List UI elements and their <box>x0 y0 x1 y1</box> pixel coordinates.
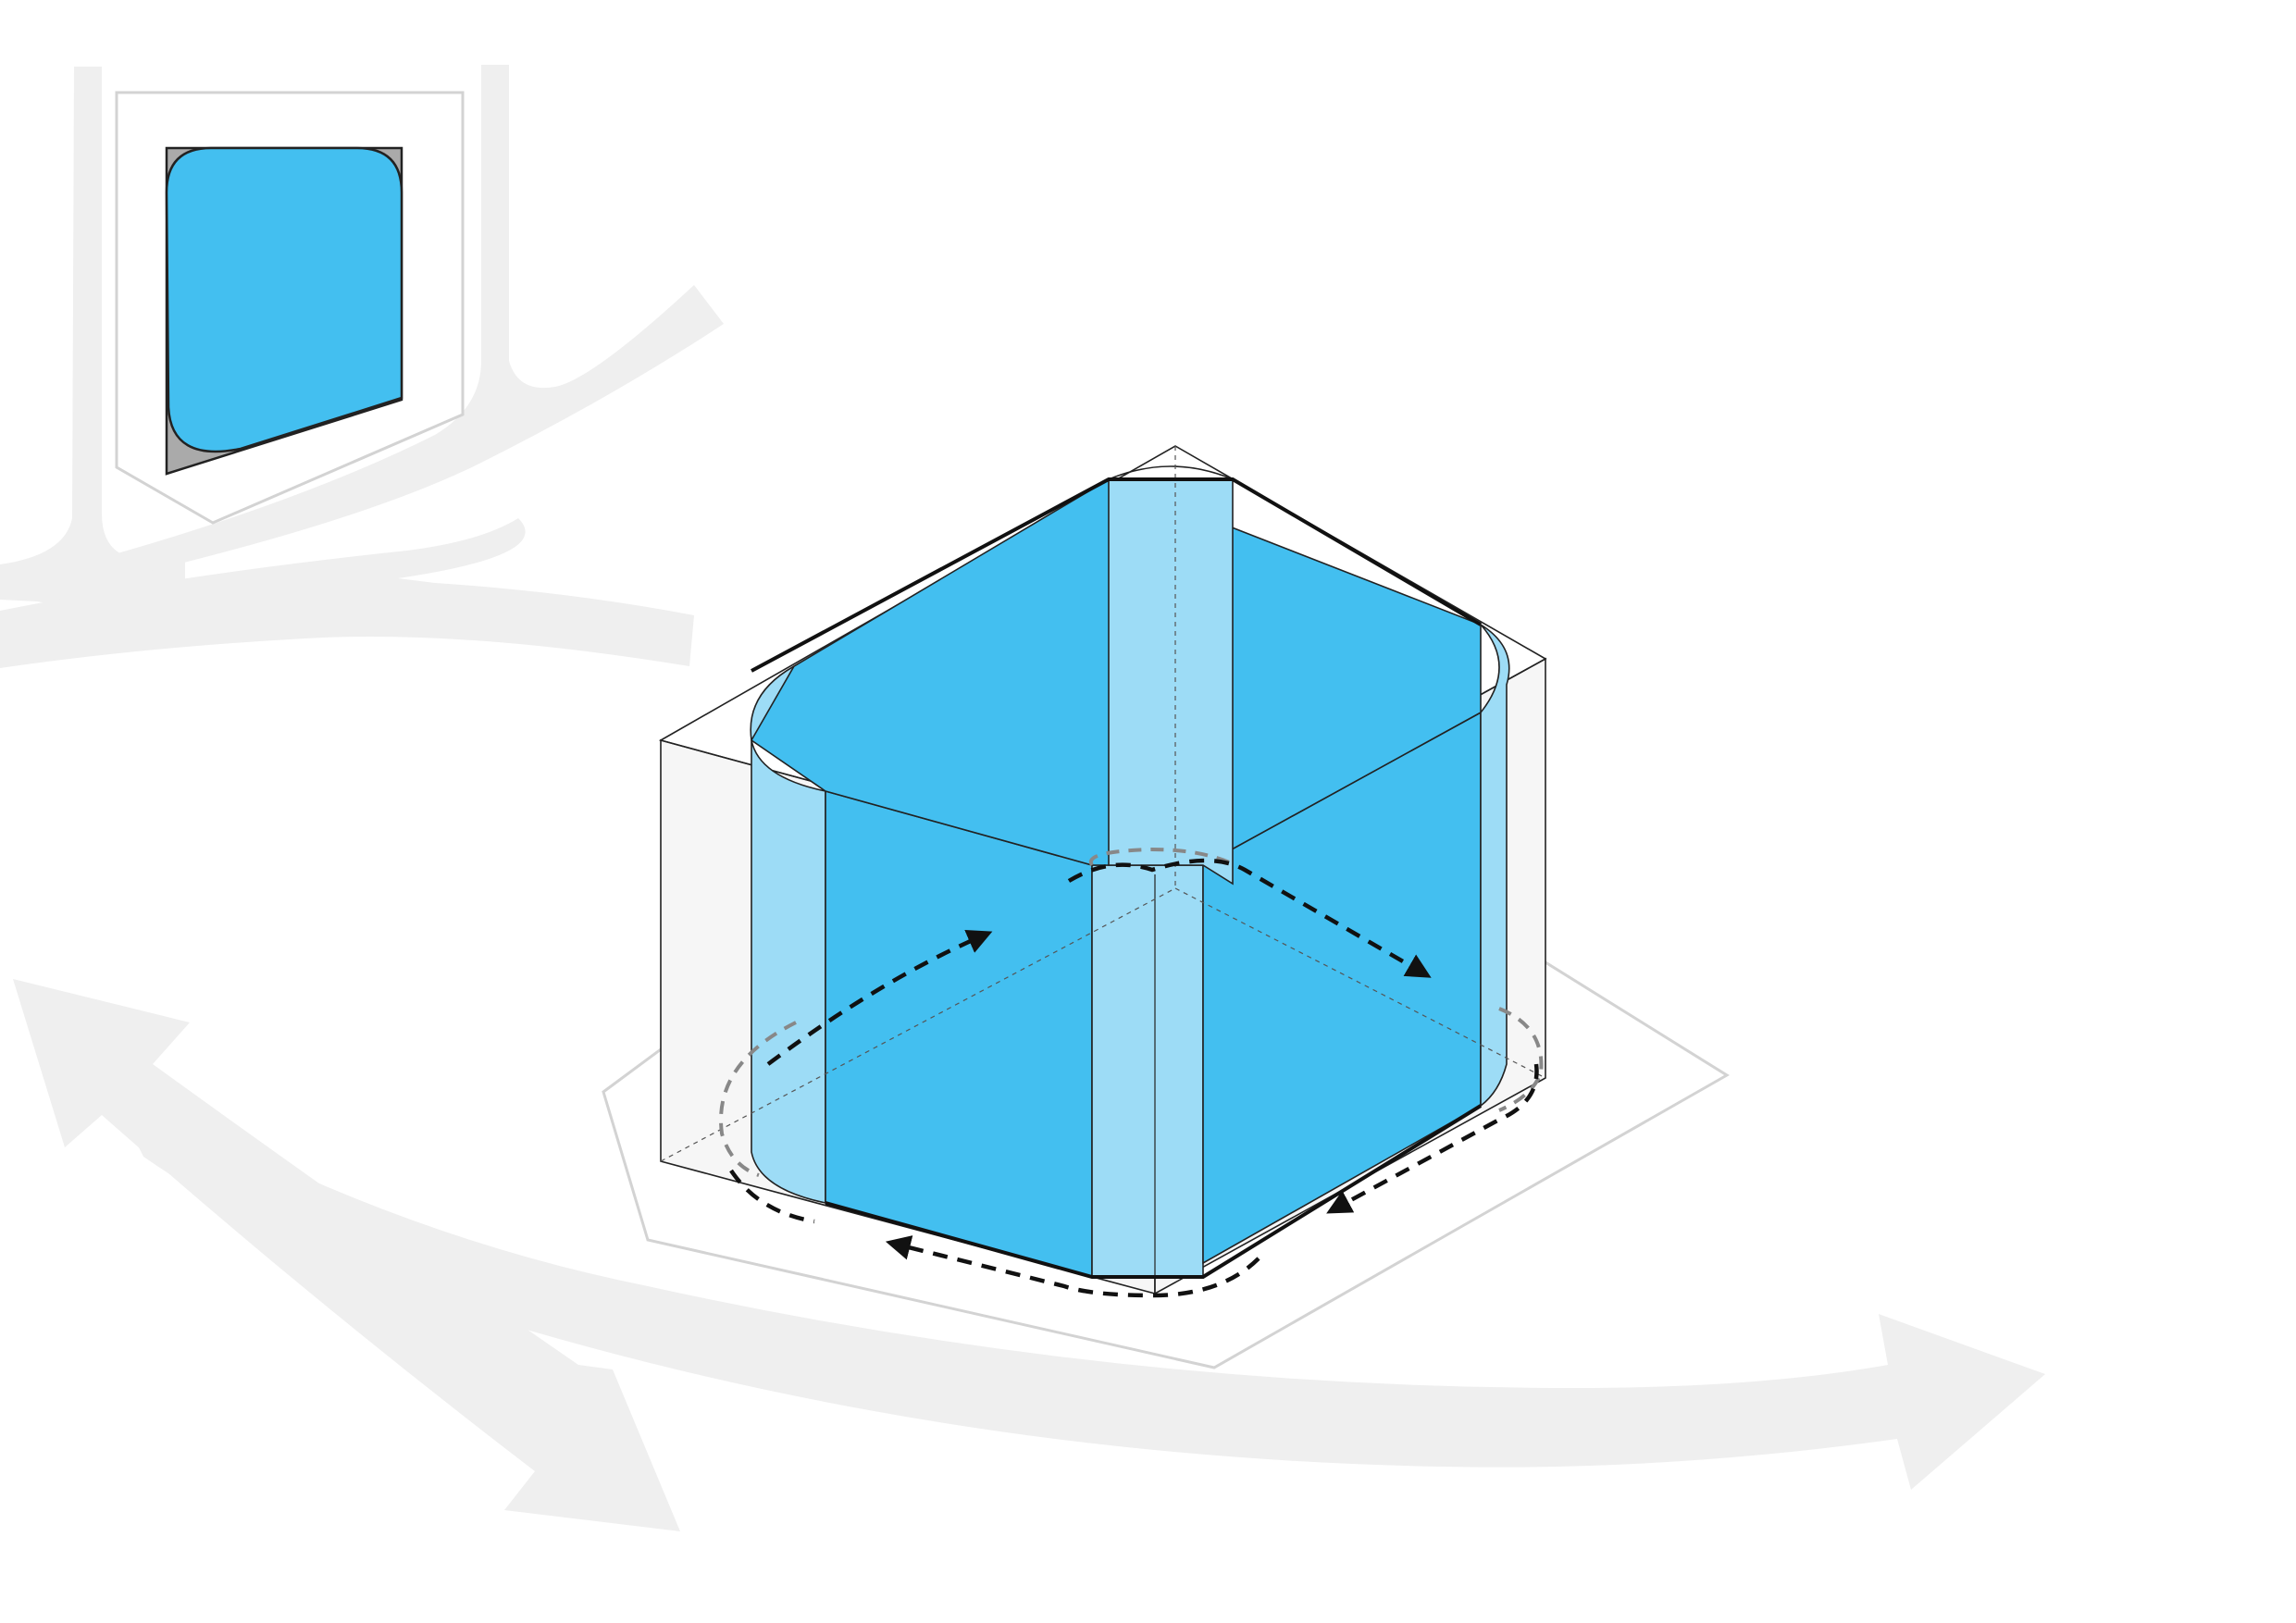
volume-front-column <box>1091 864 1204 1278</box>
plan-inset <box>115 91 465 525</box>
building-volume <box>660 446 1546 1291</box>
dashed-arrow-icon-4 <box>885 1235 1260 1298</box>
circulation-loop-grey <box>719 847 1544 1177</box>
dashed-arrow-icon-1 <box>766 930 993 1066</box>
road-upper-left <box>0 518 694 668</box>
volume-rear-cap <box>1108 465 1234 480</box>
hidden-edge-left <box>660 887 1176 1162</box>
dashed-arrow-icon-3 <box>1326 1063 1539 1214</box>
volume-left-round <box>750 665 826 1204</box>
volume-top-edge <box>751 477 1483 673</box>
road-strip-right <box>111 65 724 574</box>
dashed-arrow-icon-2 <box>1067 858 1432 978</box>
dashed-arrow-icon-5 <box>729 1169 815 1224</box>
volume-left-face <box>825 789 1093 1279</box>
road-strip-left <box>0 67 185 605</box>
flow-arrow-bottom <box>102 1073 2045 1490</box>
rounded-plan-icon <box>165 146 403 453</box>
volume-rear-column <box>1108 478 1234 886</box>
circulation-arrows <box>729 858 1539 1298</box>
hidden-edge-right <box>1174 887 1546 1079</box>
flow-arrow-diagonal <box>13 979 680 1531</box>
volume-right-round <box>1480 624 1510 1108</box>
context-layer <box>0 65 2045 1531</box>
